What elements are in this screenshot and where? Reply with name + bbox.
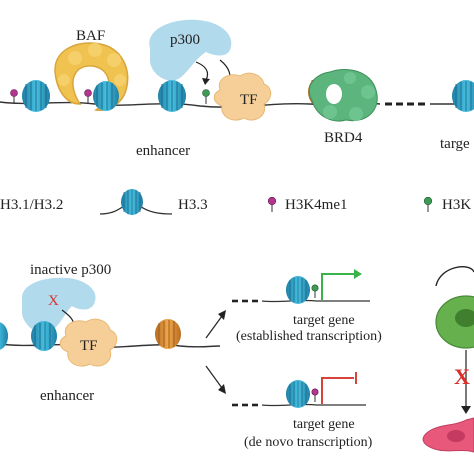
nucleosome-h33 [93,81,119,111]
legend-h31-h32-label: H3.1/H3.2 [0,197,63,213]
enhancer-label: enhancer [136,143,190,159]
dna-strand [261,299,370,303]
legend-acetyl-icon [423,196,433,212]
nucleosome-h31 [155,319,181,349]
legend-h3k4me1-label: H3K4me1 [285,197,348,213]
legend-h3k4me1-icon [267,196,277,212]
established-transcription-label: (established transcription) [236,329,382,344]
green-cell [435,295,474,349]
target-gene-label-2: target gene [293,417,355,432]
legend-h33-label: H3.3 [178,197,208,213]
legend: H3.1/H3.2 H3.3 H3K4me1 H3K [0,189,471,215]
inactive-p300-protein [21,277,96,334]
nucleosome-h33 [31,321,57,351]
inactive-p300-label: inactive p300 [30,262,111,278]
active-transcription-arrow [321,273,356,300]
de-novo-transcription-label: (de novo transcription) [244,435,373,450]
enhancer-label-bottom: enhancer [40,388,94,404]
target-label: targe [440,136,470,152]
branch-arrow-down [205,365,223,389]
h3k4me1-mark [10,89,18,104]
branch-arrow-up [205,315,223,339]
tf-label-bottom: TF [80,338,98,354]
nucleosome-h33 [286,380,310,408]
arrowhead [461,406,471,414]
nucleosome-h33 [0,322,8,350]
p300-protein [149,19,232,81]
nucleosome-h33 [452,80,474,112]
acetylation-arrow [195,61,209,81]
arrowhead [354,269,362,279]
nucleosome-h33 [158,80,186,112]
arrowhead [218,384,226,394]
p300-label: p300 [170,32,200,48]
inactive-transcription-arrow [321,377,354,404]
tf-label: TF [240,92,258,108]
bottom-panel: inactive p300 X TF enhancer [0,262,474,453]
arrowhead [218,310,226,320]
acetyl-mark [311,284,319,298]
h3k4me1-mark [311,388,319,402]
cell-x-mark: X [454,364,470,389]
legend-h33-icon [99,189,173,215]
legend-h3k-label: H3K [442,197,471,213]
brd4-label: BRD4 [324,130,363,146]
cell-cycle-arc [435,266,474,287]
top-panel: BAF p300 [0,19,474,159]
pink-cell [422,417,474,453]
nucleosome-h33 [286,276,310,304]
tf-protein [59,318,118,367]
inactive-x-mark: X [48,293,59,309]
acetyl-mark [202,89,210,104]
brd4-protein [308,68,378,122]
h3k4me1-mark [84,89,92,103]
baf-label: BAF [76,28,105,44]
target-gene-label-1: target gene [293,313,355,328]
nucleosome-h33 [22,80,50,112]
arrowhead [202,78,210,85]
tf-protein [213,72,272,121]
dna-strand [261,403,366,407]
